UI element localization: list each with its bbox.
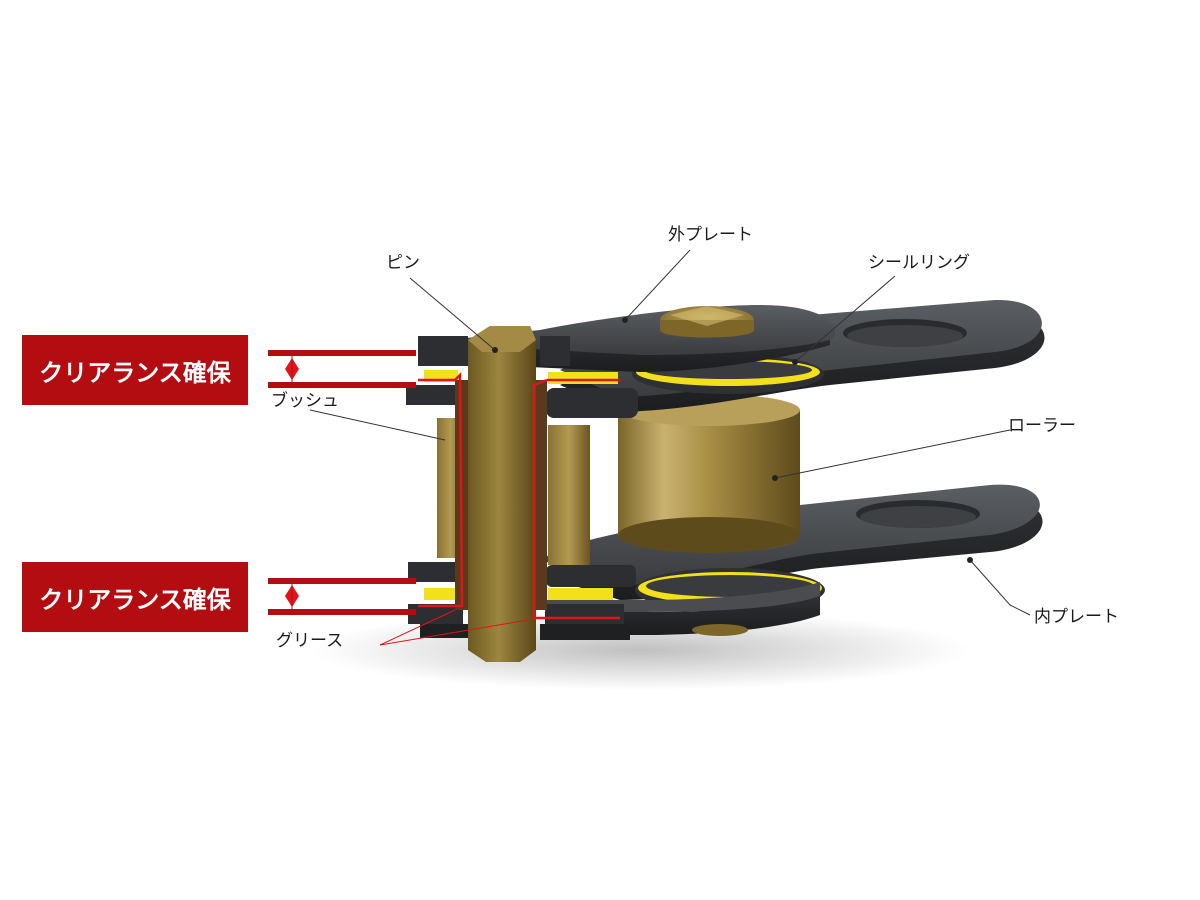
label-inner-plate: 内プレート <box>1034 607 1119 627</box>
label-seal-ring: シールリング <box>868 253 970 273</box>
leader-lines <box>309 249 1031 616</box>
clearance-label-top: クリアランス確保 <box>22 335 248 405</box>
label-pin: ピン <box>386 253 420 273</box>
clearance-indicator-bottom <box>268 578 416 615</box>
label-roller: ローラー <box>1008 416 1076 436</box>
pin-shape <box>468 326 536 662</box>
leader-roller <box>774 429 1011 479</box>
roller-shape <box>618 394 800 553</box>
leader-dots <box>492 317 973 563</box>
leader-pin <box>409 277 496 351</box>
grease-outline <box>418 372 620 620</box>
leader-seal-ring <box>794 275 896 363</box>
clearance-indicator-top <box>268 350 416 388</box>
clearance-label-bottom: クリアランス確保 <box>22 562 248 632</box>
label-outer-plate: 外プレート <box>668 225 753 245</box>
label-grease: グリース <box>276 631 344 651</box>
leader-bush <box>309 409 446 441</box>
leader-outer-plate <box>624 249 691 321</box>
bush-shape <box>437 380 590 610</box>
label-bush: ブッシュ <box>271 391 339 411</box>
section-bottom-stack <box>408 562 636 640</box>
leader-grease <box>379 609 541 646</box>
leader-inner-plate <box>969 559 1031 616</box>
